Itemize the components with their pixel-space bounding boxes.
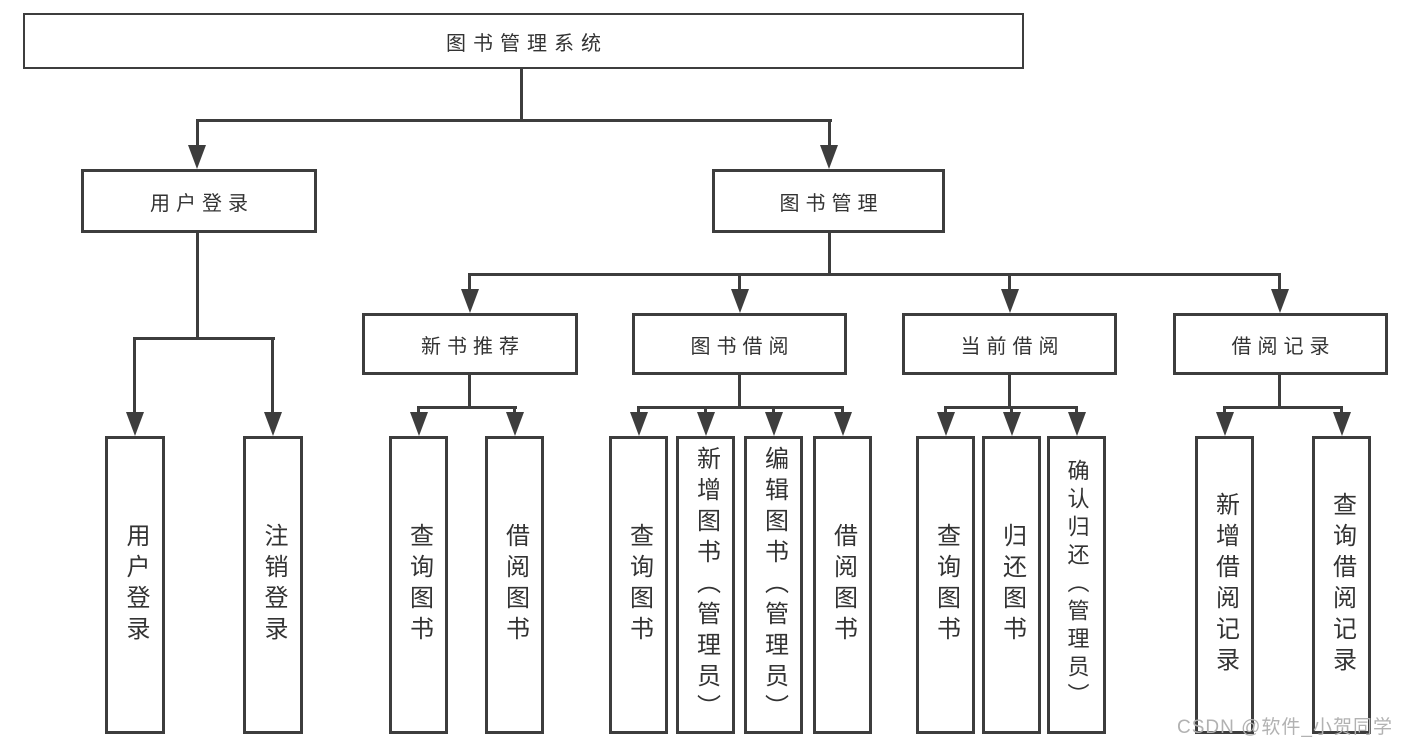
node-label: 当前借阅: [960, 335, 1065, 358]
connector-user-login-hline: [133, 337, 275, 340]
node-label: 查询图书: [932, 523, 960, 647]
connector-trunk: [1278, 375, 1281, 409]
connector-drop-level3: [738, 273, 741, 292]
arrowhead-icon: [731, 289, 749, 313]
arrowhead-icon: [410, 412, 428, 436]
leaf-borrow-books-borrowing: 借阅图书: [813, 436, 872, 734]
node-label: 新增借阅记录: [1211, 492, 1239, 678]
arrowhead-icon: [264, 412, 282, 436]
connector-drop-leaf: [271, 337, 274, 415]
node-book-management: 图书管理: [712, 169, 945, 233]
connector-drop-leaf: [772, 406, 775, 415]
leaf-confirm-return-admin: 确认归还（管理员）: [1047, 436, 1106, 734]
leaf-add-borrow-record: 新增借阅记录: [1195, 436, 1254, 734]
node-user-login: 用户登录: [81, 169, 317, 233]
node-label: 新书推荐: [421, 335, 525, 358]
connector-drop-leaf: [417, 406, 420, 415]
node-book-borrowing: 图书借阅: [632, 313, 847, 375]
node-label: 注销登录: [260, 523, 287, 647]
connector-hline: [417, 406, 517, 409]
arrowhead-icon: [506, 412, 524, 436]
connector-drop-user-login: [196, 119, 199, 148]
connector-drop-leaf: [637, 406, 640, 415]
leaf-edit-book-admin: 编辑图书（管理员）: [744, 436, 803, 734]
connector-drop-leaf: [1340, 406, 1343, 415]
arrowhead-icon: [188, 145, 206, 169]
arrowhead-icon: [126, 412, 144, 436]
leaf-borrow-books-recommend: 借阅图书: [485, 436, 544, 734]
connector-book-mgmt-trunk: [828, 233, 831, 276]
leaf-return-book: 归还图书: [982, 436, 1041, 734]
connector-drop-leaf: [1010, 406, 1013, 415]
arrowhead-icon: [1068, 412, 1086, 436]
connector-trunk: [468, 375, 471, 409]
connector-drop-leaf: [133, 337, 136, 415]
connector-level2-hline: [196, 119, 832, 122]
node-library-management-system: 图书管理系统: [23, 13, 1024, 69]
arrowhead-icon: [630, 412, 648, 436]
connector-drop-leaf: [1075, 406, 1078, 415]
arrowhead-icon: [1001, 289, 1019, 313]
node-label: 借阅图书: [829, 523, 857, 647]
arrowhead-icon: [937, 412, 955, 436]
arrowhead-icon: [1271, 289, 1289, 313]
arrowhead-icon: [1003, 412, 1021, 436]
node-label: 归还图书: [998, 523, 1026, 647]
arrowhead-icon: [697, 412, 715, 436]
connector-drop-leaf: [704, 406, 707, 415]
connector-drop-level3: [468, 273, 471, 292]
leaf-user-login: 用户登录: [105, 436, 165, 734]
connector-drop-book-mgmt: [828, 119, 831, 148]
node-label: 用户登录: [150, 192, 254, 215]
node-label: 图书借阅: [690, 335, 795, 358]
connector-trunk: [738, 375, 741, 409]
node-label: 图书管理系统: [446, 32, 608, 55]
arrowhead-icon: [1333, 412, 1351, 436]
leaf-add-book-admin: 新增图书（管理员）: [676, 436, 735, 734]
arrowhead-icon: [834, 412, 852, 436]
node-new-book-recommend: 新书推荐: [362, 313, 578, 375]
node-current-borrowing: 当前借阅: [902, 313, 1117, 375]
leaf-logout: 注销登录: [243, 436, 303, 734]
node-label: 查询图书: [625, 523, 653, 647]
node-label: 图书管理: [779, 192, 884, 215]
node-label: 用户登录: [122, 523, 149, 647]
arrowhead-icon: [461, 289, 479, 313]
arrowhead-icon: [820, 145, 838, 169]
node-label: 确认归还（管理员）: [1064, 459, 1090, 711]
csdn-watermark: CSDN @软件_小贺同学: [1177, 717, 1393, 738]
arrowhead-icon: [1216, 412, 1234, 436]
connector-hline: [637, 406, 844, 409]
node-label: 查询图书: [405, 523, 433, 647]
connector-drop-leaf: [841, 406, 844, 415]
leaf-query-books-borrowing: 查询图书: [609, 436, 668, 734]
connector-drop-leaf: [513, 406, 516, 415]
node-label: 借阅记录: [1231, 335, 1336, 358]
connector-user-login-trunk: [196, 233, 199, 340]
connector-root-trunk: [520, 69, 523, 121]
connector-level3-hline: [468, 273, 1281, 276]
node-label: 编辑图书（管理员）: [760, 445, 788, 725]
connector-drop-level3: [1278, 273, 1281, 292]
connector-trunk: [1008, 375, 1011, 409]
leaf-query-borrow-record: 查询借阅记录: [1312, 436, 1371, 734]
connector-drop-level3: [1008, 273, 1011, 292]
arrowhead-icon: [765, 412, 783, 436]
node-label: 借阅图书: [501, 523, 529, 647]
connector-drop-leaf: [944, 406, 947, 415]
connector-hline: [1223, 406, 1343, 409]
node-label: 新增图书（管理员）: [692, 445, 720, 725]
leaf-query-books-current: 查询图书: [916, 436, 975, 734]
leaf-query-books-recommend: 查询图书: [389, 436, 448, 734]
node-borrowing-records: 借阅记录: [1173, 313, 1388, 375]
connector-drop-leaf: [1223, 406, 1226, 415]
node-label: 查询借阅记录: [1328, 492, 1356, 678]
